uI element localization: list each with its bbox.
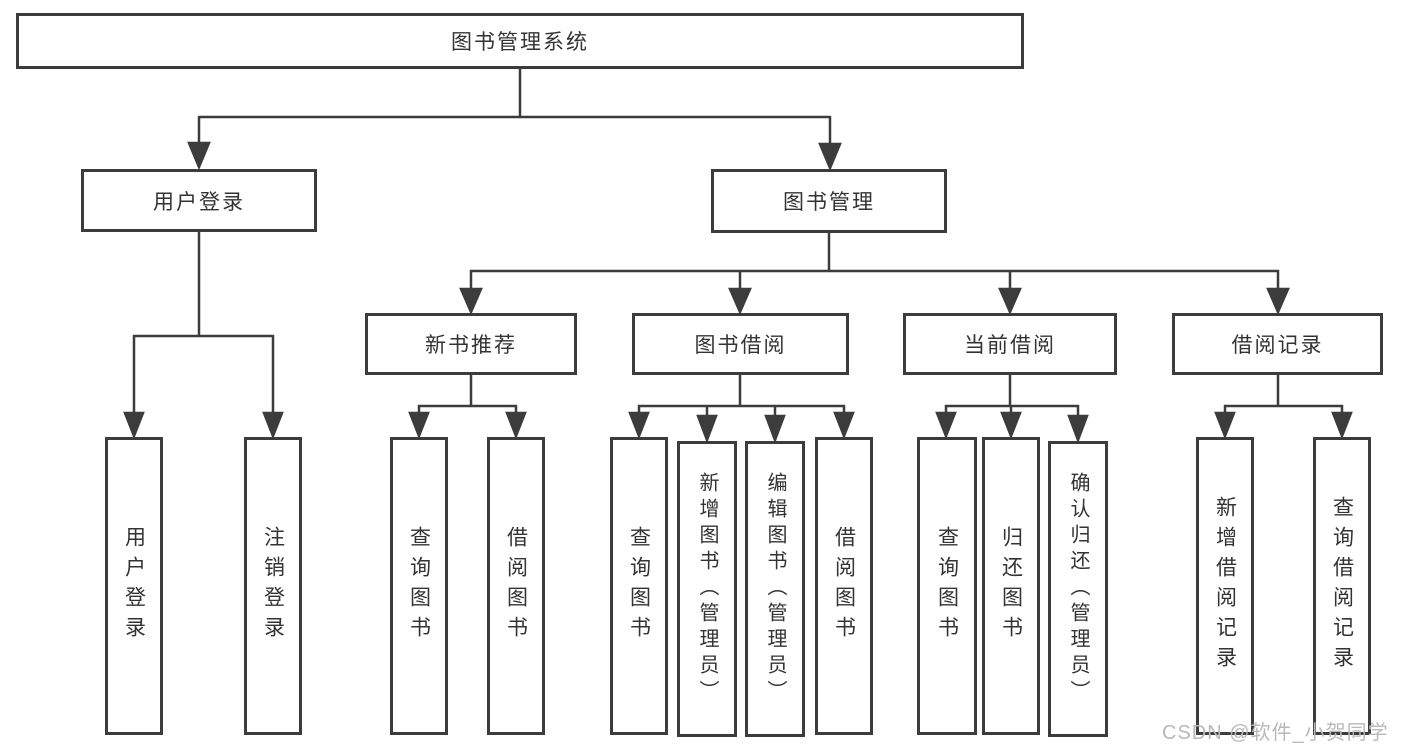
- leaf-borrow-books: 借阅图书: [487, 437, 545, 735]
- leaf-label: 编辑图书（管理员）: [764, 472, 786, 706]
- node-label: 图书管理: [783, 191, 875, 214]
- node-label: 用户登录: [153, 190, 245, 214]
- leaf-logout: 注销登录: [244, 437, 302, 735]
- connector-book-borrow-to-leaves: [628, 375, 855, 444]
- leaf-label: 注销登录: [261, 526, 285, 646]
- node-label: 新书推荐: [425, 334, 517, 357]
- leaf-confirm-return-admin: 确认归还（管理员）: [1048, 441, 1108, 737]
- leaf-label: 查询图书: [935, 526, 959, 646]
- leaf-label: 确认归还（管理员）: [1067, 472, 1089, 706]
- leaf-label: 查询图书: [627, 526, 651, 646]
- node-book-management: 图书管理: [711, 169, 947, 233]
- leaf-query-books: 查询图书: [917, 437, 977, 735]
- node-current-borrowing: 当前借阅: [903, 313, 1117, 375]
- leaf-borrow-books: 借阅图书: [815, 437, 873, 735]
- connector-root-to-level2: [187, 68, 842, 172]
- leaf-query-books: 查询图书: [610, 437, 668, 735]
- connector-book-mgmt-to-level3: [459, 233, 1290, 316]
- connector-user-login-to-leaves: [123, 232, 284, 440]
- connector-new-book-rec-to-leaves: [408, 375, 527, 440]
- leaf-edit-books-admin: 编辑图书（管理员）: [745, 441, 805, 737]
- node-book-borrowing: 图书借阅: [632, 313, 849, 375]
- leaf-label: 查询图书: [407, 526, 431, 646]
- leaf-label: 用户登录: [122, 526, 146, 646]
- connector-borrow-record-to-leaves: [1214, 375, 1353, 440]
- leaf-add-borrow-record: 新增借阅记录: [1196, 437, 1254, 735]
- leaf-label: 借阅图书: [832, 526, 856, 646]
- node-user-login: 用户登录: [81, 169, 317, 232]
- leaf-label: 查询借阅记录: [1330, 496, 1354, 676]
- leaf-label: 归还图书: [999, 526, 1023, 646]
- leaf-user-login: 用户登录: [105, 437, 163, 735]
- node-label: 图书管理系统: [451, 31, 589, 54]
- node-borrowing-records: 借阅记录: [1172, 313, 1383, 375]
- leaf-label: 借阅图书: [504, 526, 528, 646]
- node-label: 图书借阅: [694, 334, 787, 357]
- leaf-return-books: 归还图书: [982, 437, 1040, 735]
- connector-current-borrow-to-leaves: [935, 375, 1089, 444]
- leaf-label: 新增借阅记录: [1213, 496, 1237, 676]
- node-label: 借阅记录: [1231, 334, 1324, 357]
- node-library-system: 图书管理系统: [16, 13, 1024, 69]
- node-label: 当前借阅: [964, 334, 1056, 357]
- node-new-book-recommendation: 新书推荐: [365, 313, 577, 375]
- leaf-query-books: 查询图书: [390, 437, 448, 735]
- leaf-label: 新增图书（管理员）: [696, 472, 718, 706]
- leaf-add-books-admin: 新增图书（管理员）: [677, 441, 737, 737]
- leaf-query-borrow-record: 查询借阅记录: [1313, 437, 1371, 735]
- watermark: CSDN @软件_小贺同学: [1162, 722, 1389, 744]
